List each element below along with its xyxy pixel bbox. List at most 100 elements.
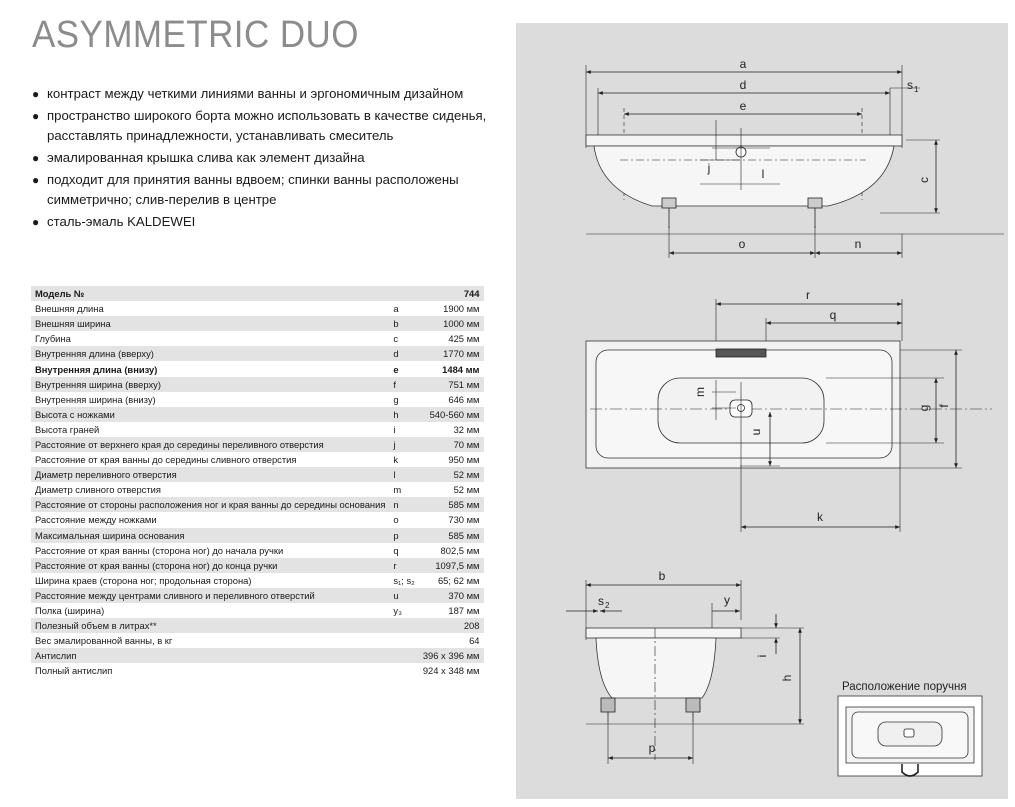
spec-value: 802,5 мм [418,542,484,558]
bullet-icon: ● [32,215,40,229]
spec-label: Высота граней [31,421,390,437]
feature-item: ● пространство широкого борта можно испол… [32,106,502,146]
spec-value: 370 мм [418,587,484,603]
dim-label-o: o [739,237,746,251]
spec-label: Полезный объем в литрах** [31,618,390,634]
spec-value: 396 x 396 мм [418,648,484,664]
spec-label: Внутренняя ширина (внизу) [31,391,390,407]
spec-value: 1900 мм [418,301,484,317]
bullet-icon: ● [32,109,40,123]
table-row: Вес эмалированной ванны, в кг 64 [31,633,484,649]
spec-symbol: h [389,406,419,422]
spec-symbol [389,286,419,302]
spec-value: 730 мм [418,512,484,528]
spec-symbol: n [389,497,419,513]
dim-label-l: l [762,167,765,181]
dim-label-e: e [740,99,747,113]
spec-label: Внутренняя ширина (вверху) [31,376,390,392]
dim-label-d: d [740,78,747,92]
feature-text: эмалированная крышка слива как элемент д… [47,150,365,165]
spec-symbol: o [389,512,419,528]
dim-label-g: g [917,405,931,412]
spec-symbol: g [389,391,419,407]
spec-label: Глубина [31,331,390,347]
dim-label-a: a [740,57,747,71]
handle-caption: Расположение поручня [842,681,967,693]
dim-label-s1-sub: 1 [914,85,919,94]
spec-label: Расстояние от края ванны до середины сли… [31,452,390,468]
spec-label: Максимальная ширина основания [31,527,390,543]
spec-symbol: l [389,467,419,483]
feature-list: ●контраст между четкими линиями ванны и … [32,84,502,234]
spec-symbol: b [389,316,419,332]
spec-symbol: k [389,452,419,468]
spec-symbol: p [389,527,419,543]
spec-value: 70 мм [418,436,484,453]
drawing-panel: a d e s 1 c j l o n r q m u g f k b s 2 … [516,23,1008,799]
spec-label: Полный антислип [31,663,390,679]
spec-symbol [389,663,419,679]
spec-value: 950 мм [418,452,484,468]
dim-label-s2-sub: 2 [605,601,610,610]
bullet-icon: ● [32,173,40,187]
table-row: Расстояние от края ванны (сторона ног) д… [31,542,484,558]
spec-label: Модель № [31,286,390,302]
spec-symbol: e [389,361,419,377]
spec-value: 1097,5 мм [418,557,484,573]
table-row: Расстояние от края ванны (сторона ног) д… [31,557,484,573]
dim-label-b: b [659,569,666,583]
feature-text: сталь-эмаль KALDEWEI [47,214,196,229]
spec-label: Внешняя длина [31,301,390,317]
spec-symbol: d [389,346,419,362]
dim-label-q: q [830,308,837,322]
feature-item: ● эмалированная крышка слива как элемент … [32,148,502,168]
dim-label-i: i [755,655,769,658]
spec-value: 1000 мм [418,316,484,332]
dim-label-c: c [917,177,931,183]
feature-item: ●подходит для принятия ванны вдвоем; спи… [32,170,502,210]
spec-label: Расстояние между центрами сливного и пер… [31,587,390,603]
dim-label-s1: s [907,78,913,92]
top-view-drawing [585,299,992,532]
dim-label-m: m [693,387,707,397]
spec-label: Полка (ширина) [31,602,390,619]
dim-label-s2: s [598,594,604,608]
spec-value: 32 мм [418,421,484,437]
spec-label: Высота с ножками [31,406,390,422]
table-row: Модель № 744 [31,286,484,302]
spec-value: 744 [418,286,484,302]
dim-label-f: f [937,404,951,408]
feature-text: пространство широкого борта можно исполь… [47,108,487,143]
table-row: Ширина краев (сторона ног; продольная ст… [31,572,484,588]
spec-symbol: m [389,482,419,498]
spec-symbol: r [389,557,419,573]
dim-label-u: u [749,429,763,436]
spec-value: 1484 мм [418,361,484,377]
dim-label-r: r [806,288,810,302]
spec-symbol: y₃ [389,602,419,619]
spec-label: Расстояние от края ванны (сторона ног) д… [31,557,390,573]
spec-symbol: u [389,587,419,603]
bullet-icon: ● [32,151,40,165]
feature-item: ●контраст между четкими линиями ванны и … [32,84,502,104]
spec-value: 64 [418,633,484,649]
spec-symbol: q [389,542,419,558]
spec-symbol: f [389,376,419,392]
spec-label: Вес эмалированной ванны, в кг [31,633,390,649]
spec-value: 540-560 мм [418,406,484,422]
end-view-drawing [566,580,804,764]
spec-symbol: c [389,331,419,347]
dim-label-j: j [707,161,711,175]
spec-value: 924 x 348 мм [418,663,484,679]
dim-label-p: p [649,741,656,755]
